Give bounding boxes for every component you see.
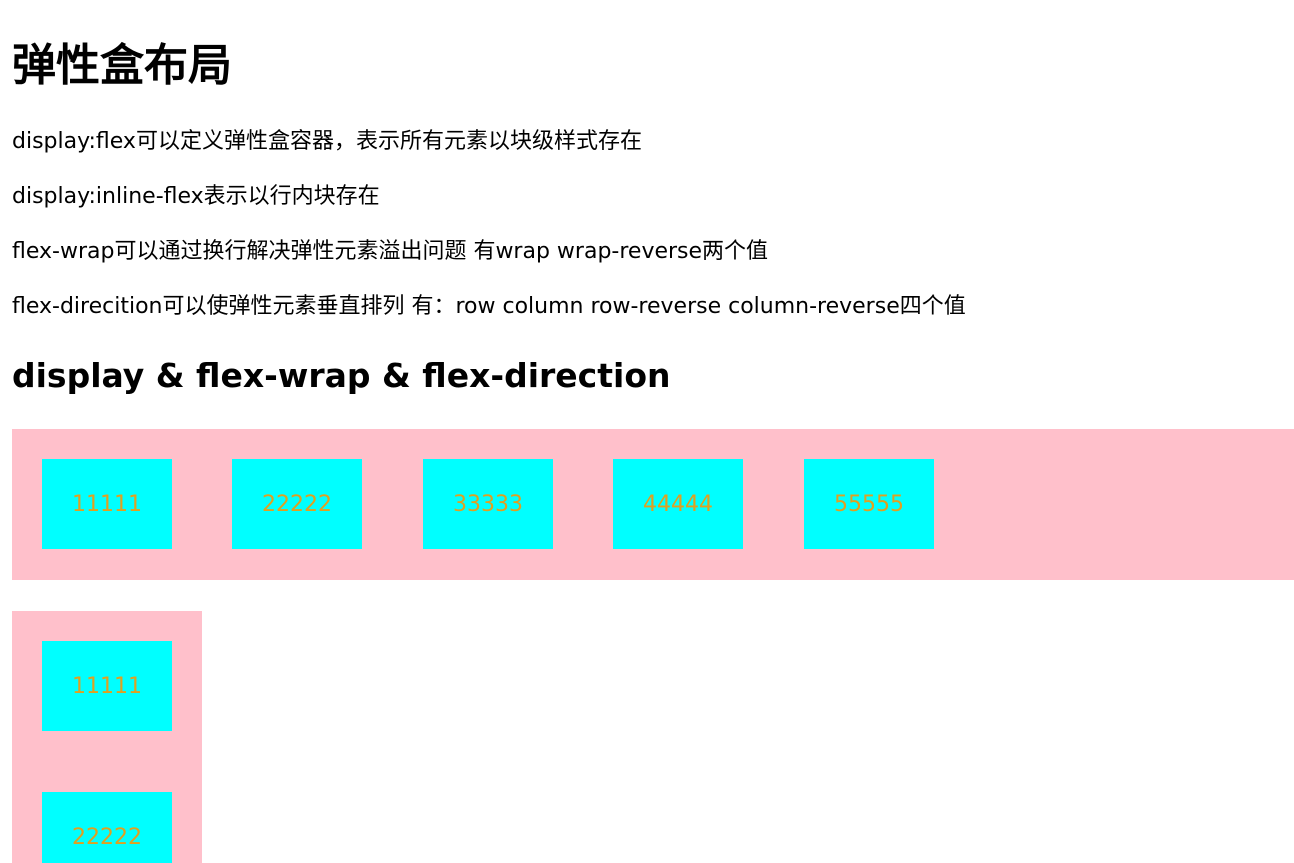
flex-column-container: 11111 22222 xyxy=(12,611,202,863)
flex-item: 44444 xyxy=(613,459,743,549)
paragraph-display-flex: display:flex可以定义弹性盒容器，表示所有元素以块级样式存在 xyxy=(12,129,642,154)
flex-item: 55555 xyxy=(804,459,934,549)
paragraph-flex-direction: flex-direcition可以使弹性元素垂直排列 有：row column … xyxy=(12,294,966,319)
flex-item: 22222 xyxy=(42,792,172,863)
flex-item: 11111 xyxy=(42,459,172,549)
section-title: display & flex-wrap & flex-direction xyxy=(12,356,671,395)
paragraph-inline-flex: display:inline-flex表示以行内块存在 xyxy=(12,184,380,209)
flex-item: 11111 xyxy=(42,641,172,731)
page-title: 弹性盒布局 xyxy=(12,40,232,91)
flex-row-container: 11111 22222 33333 44444 55555 xyxy=(12,429,1294,580)
flex-item: 33333 xyxy=(423,459,553,549)
paragraph-flex-wrap: flex-wrap可以通过换行解决弹性元素溢出问题 有wrap wrap-rev… xyxy=(12,239,769,264)
flex-item: 22222 xyxy=(232,459,362,549)
